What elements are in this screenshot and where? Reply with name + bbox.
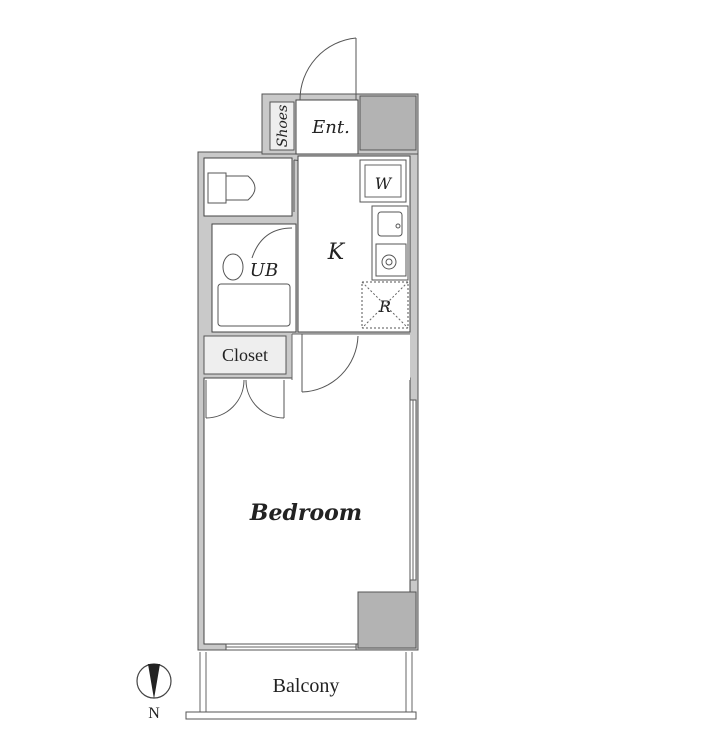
bedroom-door[interactable] [301,334,359,393]
toilet-fixture [207,172,256,204]
washbasin [222,253,244,281]
closet-label: Closet [222,345,268,365]
shoes-cabinet [269,101,295,151]
closet [203,335,287,375]
stove-icon [381,254,397,270]
shoes-label: Shoes [275,105,291,148]
bedroom-upper-area [292,334,410,380]
bath-door[interactable] [251,227,293,259]
refrigerator-label: R [378,297,391,316]
column-top-right [359,95,417,151]
bathtub [217,283,291,327]
washer-label: W [375,174,393,193]
refrigerator-space [361,281,409,329]
closet-doors[interactable] [205,379,285,419]
side-window [409,399,417,581]
balcony-label: Balcony [273,675,340,697]
balcony [185,652,417,720]
entrance-label: Ent. [311,117,350,138]
balcony-window [225,643,357,651]
bath-label: UB [250,260,278,281]
entrance-floor [295,99,359,155]
kitchen-label: K [327,240,346,265]
washer-space [359,159,407,203]
compass-icon [136,663,172,699]
compass-label: N [148,705,160,722]
bedroom-label: Bedroom [249,500,362,526]
front-door[interactable] [299,37,357,101]
